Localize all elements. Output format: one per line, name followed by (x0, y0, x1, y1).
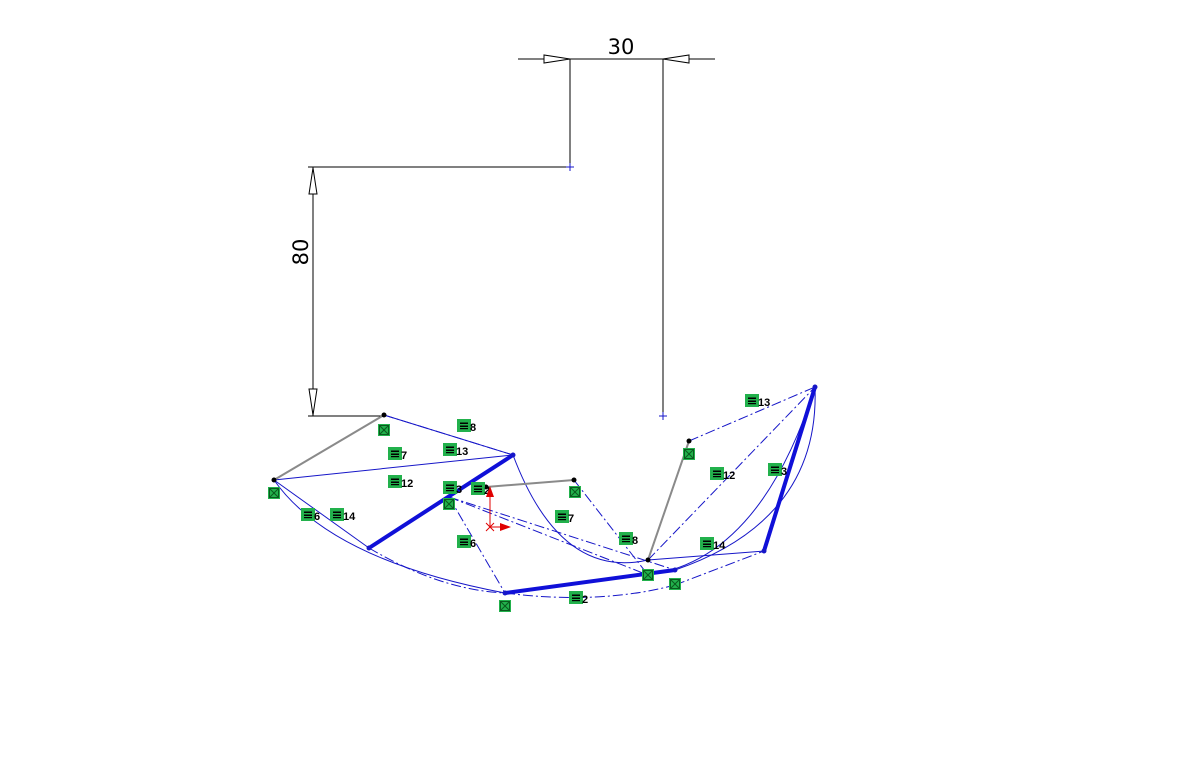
svg-text:13: 13 (456, 446, 468, 458)
arrowhead-icon (308, 167, 318, 195)
relation-tag[interactable]: 6 (301, 508, 320, 523)
equal-relation-icon (301, 508, 315, 521)
relation-tag[interactable]: 8 (619, 532, 638, 547)
relation-tag[interactable]: 12 (710, 467, 735, 482)
dimension-value-30[interactable]: 30 (608, 35, 635, 59)
relation-tag[interactable]: 6 (457, 535, 476, 550)
svg-text:8: 8 (632, 535, 638, 547)
svg-text:12: 12 (401, 478, 413, 490)
relation-tag[interactable]: 2 (569, 591, 588, 606)
arrowhead-icon (308, 388, 318, 416)
fixed-relation-icon[interactable] (499, 600, 511, 612)
arrowhead-icon (543, 54, 571, 64)
equal-relation-icon (745, 394, 759, 407)
equal-relation-icon (443, 443, 457, 456)
svg-text:6: 6 (470, 538, 476, 550)
equal-relation-icon (700, 537, 714, 550)
fixed-relation-icon[interactable] (569, 486, 581, 498)
fixed-relation-icon[interactable] (683, 448, 695, 460)
svg-text:13: 13 (758, 397, 770, 409)
sketch-origin-icon[interactable] (485, 486, 511, 532)
relation-tag[interactable]: 13 (443, 443, 468, 458)
dimension-vertical[interactable]: 80 (289, 166, 570, 417)
equal-relation-icon (443, 481, 457, 494)
equal-relation-icon (569, 591, 583, 604)
equal-relation-icon (555, 510, 569, 523)
relation-tag[interactable]: 12 (388, 475, 413, 490)
svg-text:14: 14 (713, 540, 726, 552)
relation-tag[interactable]: 8 (457, 419, 476, 434)
point-markers (566, 163, 667, 420)
fixed-relation-icon[interactable] (669, 578, 681, 590)
fixed-relation-icon[interactable] (268, 487, 280, 499)
svg-text:2: 2 (484, 485, 490, 497)
driving-links[interactable] (367, 385, 817, 595)
arrowhead-icon (662, 54, 690, 64)
svg-text:7: 7 (568, 513, 574, 525)
equal-relation-icon (619, 532, 633, 545)
svg-text:3: 3 (781, 466, 787, 478)
equal-relation-icon (710, 467, 724, 480)
svg-text:12: 12 (723, 470, 735, 482)
dimension-value-80[interactable]: 80 (289, 239, 313, 266)
svg-text:8: 8 (470, 422, 476, 434)
relation-tag[interactable]: 2 (471, 482, 490, 497)
relation-tag[interactable]: 14 (700, 537, 726, 552)
relation-tag[interactable]: 14 (330, 508, 356, 523)
equal-relation-icon (330, 508, 344, 521)
svg-text:3: 3 (456, 484, 462, 496)
equal-relation-icon (457, 535, 471, 548)
fixed-links[interactable] (273, 414, 690, 561)
relation-tag[interactable]: 7 (388, 447, 407, 462)
fixed-relation-icon[interactable] (443, 498, 455, 510)
svg-text:6: 6 (314, 511, 320, 523)
relation-tag[interactable]: 7 (555, 510, 574, 525)
equal-relation-icon (457, 419, 471, 432)
relation-tag[interactable]: 3 (768, 463, 787, 478)
equal-relations[interactable]: 8 7 13 12 3 2 6 14 6 7 8 2 13 12 3 14 (301, 394, 787, 606)
relation-tag[interactable]: 13 (745, 394, 770, 409)
svg-text:7: 7 (401, 450, 407, 462)
sketch-arcs[interactable] (273, 386, 816, 598)
equal-relation-icon (388, 447, 402, 460)
svg-text:2: 2 (582, 594, 588, 606)
equal-relation-icon (768, 463, 782, 476)
relation-tag[interactable]: 3 (443, 481, 462, 496)
sketch-thin-lines[interactable] (273, 386, 816, 594)
fixed-relation-icon[interactable] (378, 424, 390, 436)
fixed-relation-icon[interactable] (642, 569, 654, 581)
equal-relation-icon (471, 482, 485, 495)
dimension-horizontal[interactable]: 30 (518, 35, 715, 416)
svg-text:14: 14 (343, 511, 356, 523)
equal-relation-icon (388, 475, 402, 488)
